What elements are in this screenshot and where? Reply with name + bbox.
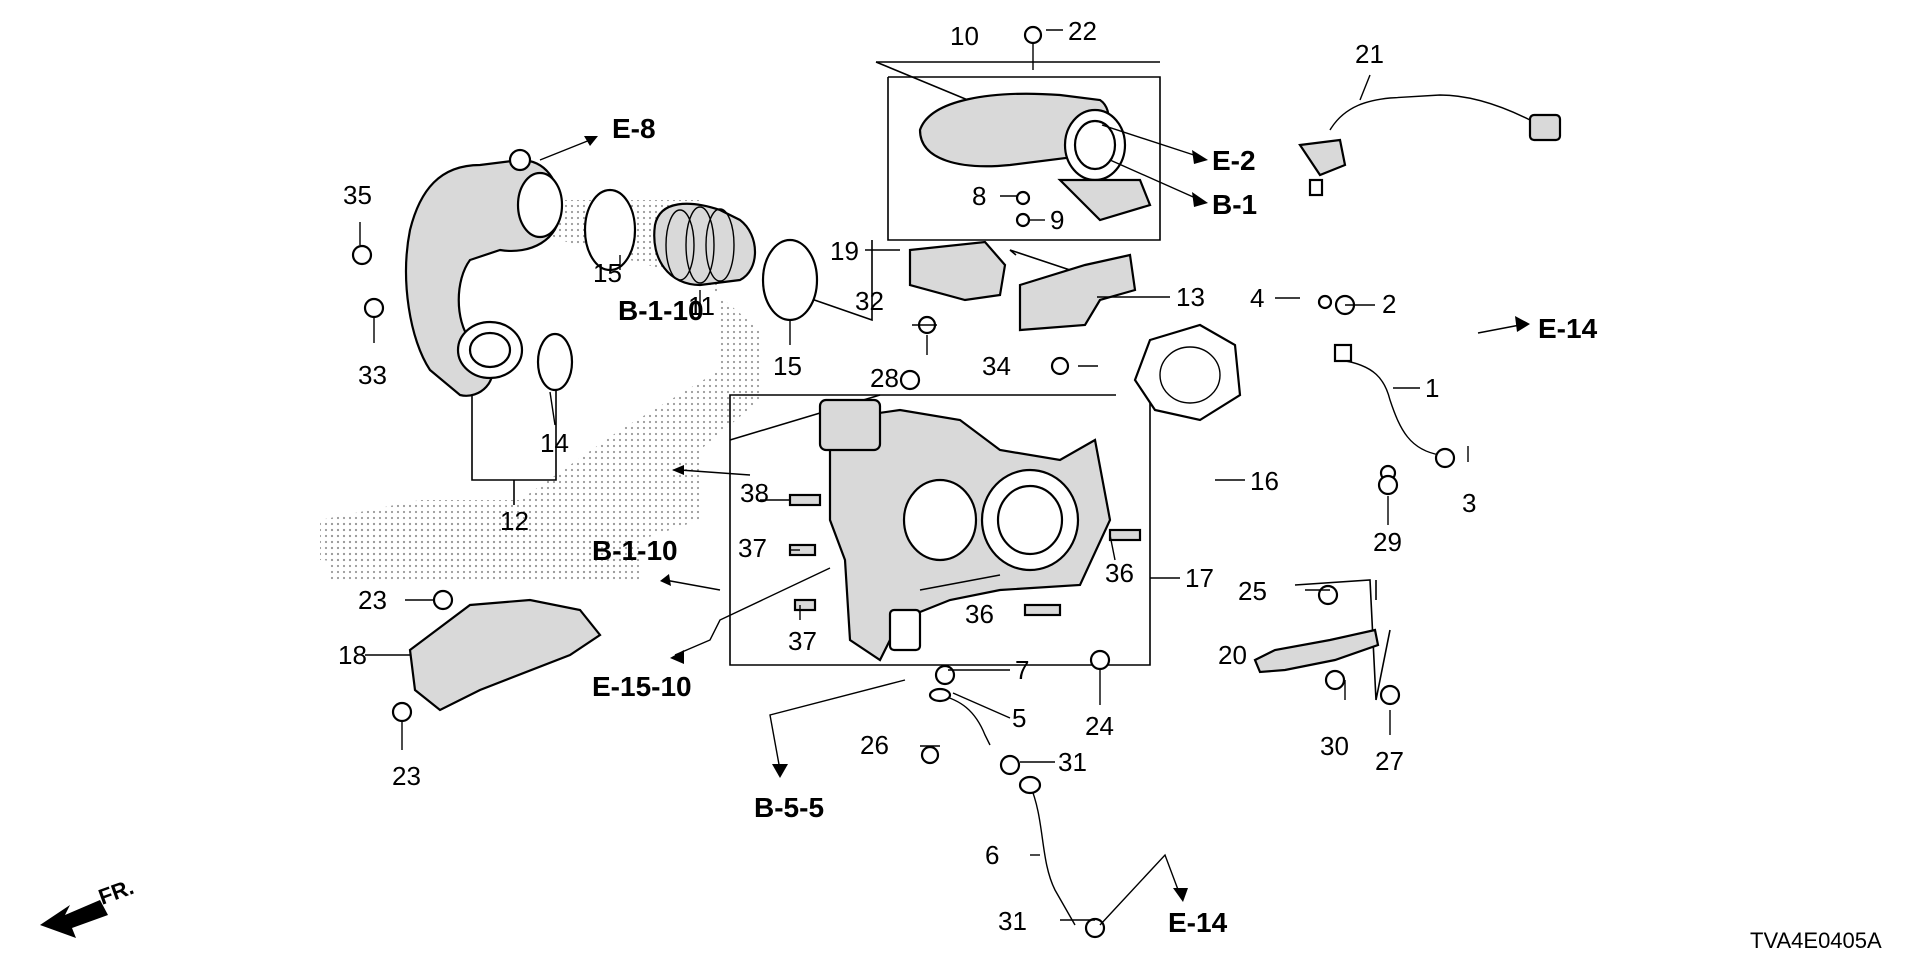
callout-2: 2 — [1382, 289, 1396, 319]
callout-21: 21 — [1355, 39, 1384, 69]
hose-6 — [999, 754, 1106, 939]
callout-28: 28 — [870, 363, 899, 393]
section-refs: E-8 E-2 B-1 B-1-10 B-1-10 E-15-10 B-5-5 … — [592, 113, 1598, 938]
callout-7: 7 — [1015, 655, 1029, 685]
callout-20: 20 — [1218, 640, 1247, 670]
leader-lines — [359, 29, 1469, 921]
callout-31b: 31 — [998, 906, 1027, 936]
pipe-1 — [1333, 343, 1456, 469]
callout-34: 34 — [982, 351, 1011, 381]
callout-31a: 31 — [1058, 747, 1087, 777]
callout-8: 8 — [972, 181, 986, 211]
callout-14: 14 — [540, 428, 569, 458]
callout-23b: 23 — [392, 761, 421, 791]
callout-35: 35 — [343, 180, 372, 210]
ref-e8: E-8 — [612, 113, 656, 144]
ref-e14-right: E-14 — [1538, 313, 1598, 344]
callout-36b: 36 — [965, 599, 994, 629]
callout-37b: 37 — [788, 626, 817, 656]
o-ring — [536, 332, 574, 392]
callout-26: 26 — [860, 730, 889, 760]
ref-e2: E-2 — [1212, 145, 1256, 176]
ref-e14-bottom: E-14 — [1168, 907, 1228, 938]
ref-e15-10: E-15-10 — [592, 671, 692, 702]
bracket-20 — [1253, 628, 1380, 674]
callout-17: 17 — [1185, 563, 1214, 593]
callout-29: 29 — [1373, 527, 1402, 557]
bracket-19 — [908, 240, 1007, 302]
callout-37a: 37 — [738, 533, 767, 563]
drawing-code: TVA4E0405A — [1750, 928, 1882, 953]
callout-13: 13 — [1176, 282, 1205, 312]
heat-shield — [408, 598, 602, 712]
clamp — [583, 188, 819, 322]
callout-numbers: 1 2 3 4 5 6 7 8 9 10 11 12 13 14 15 15 1… — [338, 16, 1476, 936]
ref-b1-10-top: B-1-10 — [618, 295, 704, 326]
callout-11: 11 — [688, 291, 715, 321]
callout-25: 25 — [1238, 576, 1267, 606]
front-label: FR. — [95, 874, 137, 910]
callout-9: 9 — [1050, 205, 1064, 235]
callout-6: 6 — [985, 840, 999, 870]
reference-arrows — [539, 124, 1530, 926]
intake-boot — [653, 202, 757, 287]
callout-24: 24 — [1085, 711, 1114, 741]
callout-4: 4 — [1250, 283, 1264, 313]
callout-15a: 15 — [593, 258, 622, 288]
callout-10: 10 — [950, 21, 979, 51]
callout-3: 3 — [1462, 488, 1476, 518]
callout-30: 30 — [1320, 731, 1349, 761]
hose-5 — [928, 664, 991, 746]
gasket-16 — [1133, 323, 1242, 422]
bracket-13 — [1018, 253, 1137, 332]
callout-5: 5 — [1012, 703, 1026, 733]
callout-23a: 23 — [358, 585, 387, 615]
front-arrow-icon — [40, 900, 108, 938]
shading — [320, 200, 760, 580]
sensor-21 — [1298, 94, 1562, 197]
throttle-body — [818, 398, 1112, 662]
callout-19: 19 — [830, 236, 859, 266]
intake-pipe — [405, 148, 564, 397]
callout-27: 27 — [1375, 746, 1404, 776]
callout-15b: 15 — [773, 351, 802, 381]
ref-b1-10-mid: B-1-10 — [592, 535, 678, 566]
callout-1: 1 — [1425, 373, 1439, 403]
resonator-housing — [918, 92, 1152, 222]
callout-22: 22 — [1068, 16, 1097, 46]
ref-b1: B-1 — [1212, 189, 1257, 220]
callout-12: 12 — [500, 506, 529, 536]
callout-32: 32 — [855, 286, 884, 316]
ref-b5-5: B-5-5 — [754, 792, 824, 823]
callout-36a: 36 — [1105, 558, 1134, 588]
callout-38: 38 — [740, 478, 769, 508]
callout-18: 18 — [338, 640, 367, 670]
callout-16: 16 — [1250, 466, 1279, 496]
callout-33: 33 — [358, 360, 387, 390]
